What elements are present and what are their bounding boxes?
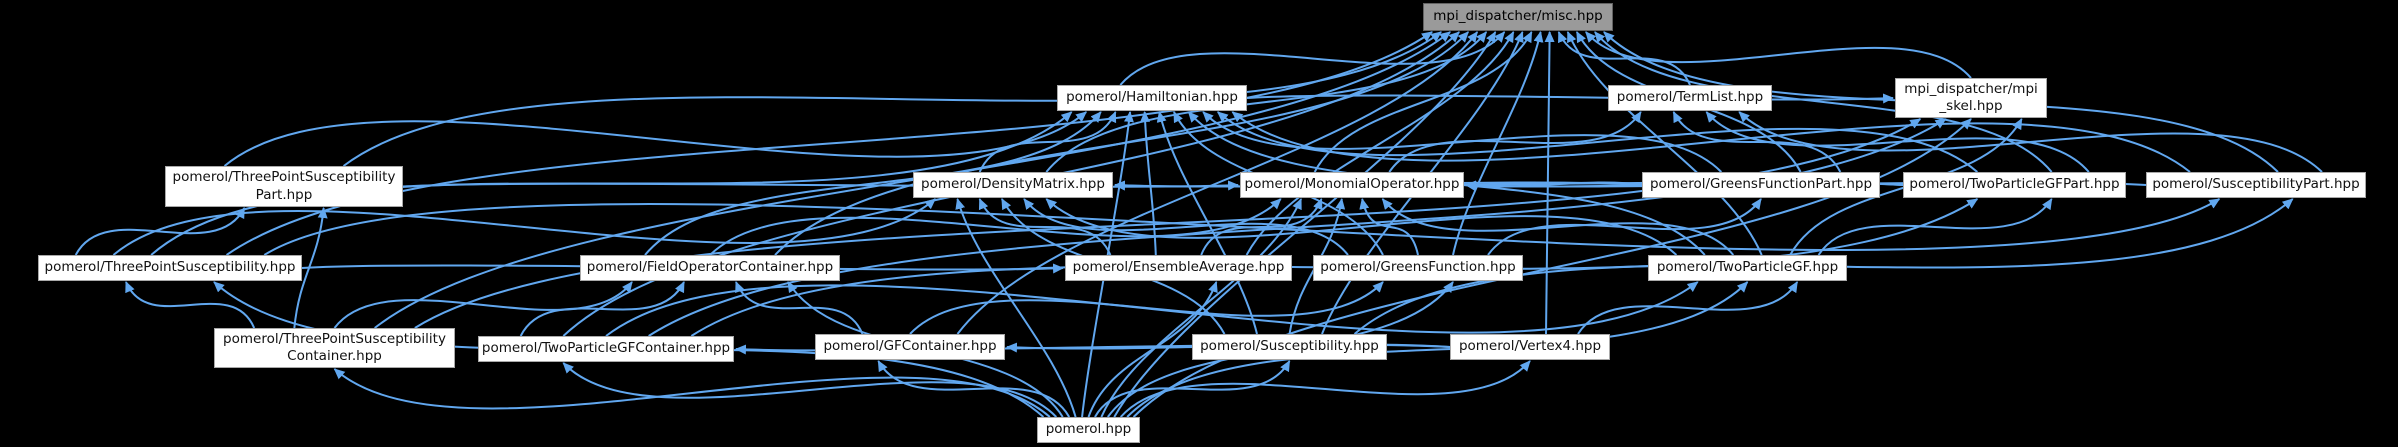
node-label-line: pomerol/Susceptibility.hpp	[1200, 338, 1379, 355]
node-label-line: pomerol/TermList.hpp	[1616, 89, 1764, 106]
edge-tps_part-to-hamiltonian	[223, 111, 1088, 167]
edge-ensemble_average-to-monomial_operator	[1200, 198, 1323, 256]
node-susceptibility[interactable]: pomerol/Susceptibility.hpp	[1192, 334, 1387, 360]
edge-greens_function-to-density_matrix	[1023, 198, 1349, 256]
node-label-line: pomerol/ThreePointSusceptibility	[223, 330, 446, 347]
edge-pomerol-to-gf_container	[877, 360, 1071, 418]
edge-density_matrix-to-misc	[1045, 31, 1488, 173]
node-pomerol[interactable]: pomerol.hpp	[1037, 417, 1140, 443]
edge-termlist-to-misc	[1557, 31, 1691, 86]
edge-two_particle_gf-to-two_particle_gf_part	[1817, 198, 2053, 256]
edge-susceptibility_part-to-termlist	[1738, 111, 2323, 173]
node-monomial_operator[interactable]: pomerol/MonomialOperator.hpp	[1240, 172, 1464, 198]
node-label-line: pomerol/EnsembleAverage.hpp	[1072, 259, 1285, 276]
edge-gf_container-to-misc	[956, 31, 1479, 335]
edge-field_operator_container-to-monomial_operator	[709, 198, 1282, 256]
node-mpi_skel[interactable]: mpi_dispatcher/mpi_skel.hpp	[1895, 78, 2047, 118]
edge-greens_function_part-to-termlist	[1672, 111, 1842, 173]
node-label-line: mpi_dispatcher/mpi	[1904, 80, 2038, 97]
node-label-line: pomerol/Hamiltonian.hpp	[1066, 89, 1238, 106]
node-hamiltonian[interactable]: pomerol/Hamiltonian.hpp	[1057, 85, 1247, 111]
node-label-line: pomerol/MonomialOperator.hpp	[1244, 176, 1460, 193]
node-label-line: pomerol/TwoParticleGFPart.hpp	[1909, 176, 2120, 193]
node-label-line: mpi_dispatcher/misc.hpp	[1433, 8, 1603, 25]
edge-tps_container-to-field_operator_container	[333, 281, 633, 329]
node-label-line: pomerol/DensityMatrix.hpp	[921, 176, 1105, 193]
edge-tps-to-tps_part	[74, 207, 246, 256]
node-label-line: pomerol/GreensFunction.hpp	[1320, 259, 1516, 276]
edge-hamiltonian-to-mpi_skel	[1246, 93, 1894, 104]
edge-pomerol-to-vertex4	[1119, 360, 1531, 418]
edge-two_particle_gf_part-to-hamiltonian	[1217, 111, 1978, 173]
node-two_particle_gf[interactable]: pomerol/TwoParticleGF.hpp	[1648, 255, 1847, 281]
node-susceptibility_part[interactable]: pomerol/SusceptibilityPart.hpp	[2146, 172, 2366, 198]
node-misc[interactable]: mpi_dispatcher/misc.hpp	[1423, 3, 1613, 31]
edge-tps-to-susceptibility_part	[263, 198, 2221, 256]
node-label-line: pomerol/ThreePointSusceptibility.hpp	[44, 259, 296, 276]
node-label-line: pomerol/ThreePointSusceptibility	[172, 169, 396, 186]
node-gf_container[interactable]: pomerol/GFContainer.hpp	[815, 334, 1005, 360]
node-greens_function[interactable]: pomerol/GreensFunction.hpp	[1313, 255, 1523, 281]
node-label-line: pomerol/TwoParticleGF.hpp	[1656, 259, 1839, 276]
edge-susceptibility_part-to-hamiltonian	[1231, 111, 2191, 173]
edge-two_particle_gf_part-to-termlist	[1705, 111, 2090, 173]
edge-field_operator_container-to-hamiltonian	[644, 111, 1102, 256]
edge-gf_container-to-field_operator_container	[735, 281, 864, 335]
node-label-line: _skel.hpp	[1939, 98, 2003, 114]
edge-pomerol-to-ensemble_average	[1087, 281, 1218, 418]
edge-tps-to-density_matrix	[112, 198, 936, 256]
edge-monomial_operator-to-termlist	[1388, 111, 1642, 173]
node-label-line: pomerol/TwoParticleGFContainer.hpp	[481, 340, 731, 357]
node-vertex4[interactable]: pomerol/Vertex4.hpp	[1450, 334, 1610, 360]
edge-density_matrix-to-hamiltonian	[978, 111, 1117, 173]
node-field_operator_container[interactable]: pomerol/FieldOperatorContainer.hpp	[580, 255, 840, 281]
node-label-line: pomerol.hpp	[1045, 421, 1132, 438]
edge-pomerol-to-density_matrix	[955, 198, 1077, 418]
node-label-line: pomerol/GreensFunctionPart.hpp	[1649, 176, 1873, 193]
edge-hamiltonian-to-misc	[1119, 31, 1506, 86]
node-two_particle_gf_part[interactable]: pomerol/TwoParticleGFPart.hpp	[1903, 172, 2126, 198]
edge-tps_part-to-monomial_operator	[402, 180, 1239, 191]
edge-tps_container-to-tps_part	[293, 207, 328, 329]
edge-tps_container-to-tps	[125, 281, 256, 329]
edge-pomerol-to-misc	[1113, 31, 1497, 418]
edge-vertex4-to-two_particle_gf	[1577, 281, 1799, 335]
node-label-line: pomerol/GFContainer.hpp	[823, 338, 997, 355]
edge-pomerol-to-susceptibility	[1094, 360, 1291, 418]
node-tps[interactable]: pomerol/ThreePointSusceptibility.hpp	[38, 255, 302, 281]
edge-ensemble_average-to-misc	[1245, 31, 1515, 256]
node-label-line: pomerol/Vertex4.hpp	[1458, 338, 1602, 355]
edge-pomerol-to-two_particle_gf_container	[562, 362, 1058, 418]
node-greens_function_part[interactable]: pomerol/GreensFunctionPart.hpp	[1642, 172, 1880, 198]
edge-two_particle_gf_container-to-two_particle_gf	[605, 281, 1699, 337]
edge-two_particle_gf-to-monomial_operator	[1381, 198, 1735, 256]
edge-greens_function-to-greens_function_part	[1487, 198, 1762, 256]
edge-tps_container-to-misc	[374, 31, 1451, 329]
edge-greens_function-to-misc	[1452, 31, 1544, 256]
node-density_matrix[interactable]: pomerol/DensityMatrix.hpp	[913, 172, 1113, 198]
edge-pomerol-to-two_particle_gf	[1126, 281, 1749, 418]
edge-two_particle_gf_container-to-field_operator_container	[519, 281, 685, 337]
node-two_particle_gf_container[interactable]: pomerol/TwoParticleGFContainer.hpp	[478, 336, 734, 362]
edge-susceptibility-to-hamiltonian	[1156, 111, 1258, 335]
node-label-line: pomerol/SusceptibilityPart.hpp	[2152, 176, 2360, 193]
node-label-line: Part.hpp	[255, 186, 313, 203]
node-label-line: Container.hpp	[287, 348, 382, 364]
edge-greens_function-to-monomial_operator	[1359, 198, 1419, 256]
node-ensemble_average[interactable]: pomerol/EnsembleAverage.hpp	[1065, 255, 1292, 281]
node-termlist[interactable]: pomerol/TermList.hpp	[1608, 85, 1772, 111]
node-label-line: pomerol/FieldOperatorContainer.hpp	[586, 259, 834, 276]
